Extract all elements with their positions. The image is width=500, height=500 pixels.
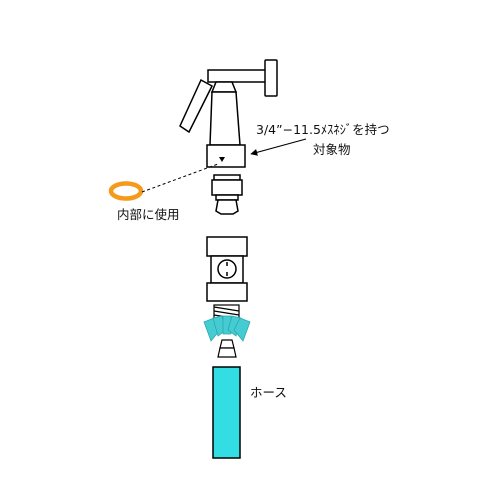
oring-leader-line: [141, 163, 219, 193]
thread-marker: [219, 157, 225, 162]
spec-label-line1: 3/4”−11.5ﾒｽﾈｼﾞを持つ: [256, 122, 390, 137]
faucet-adapter: [211, 174, 243, 215]
faucet-threaded-outlet: [206, 144, 246, 168]
connector-sleeve: [206, 236, 248, 257]
barb-upper: [219, 339, 235, 349]
barb-lower: [217, 347, 237, 358]
quick-connector: [206, 236, 248, 302]
spec-label-line2: 対象物: [313, 142, 351, 157]
thread-line: [213, 306, 240, 312]
hose-label: ホース: [250, 385, 287, 400]
o-ring: [108, 181, 144, 201]
hose-barb: [217, 339, 237, 358]
faucet-handle: [179, 78, 213, 134]
oring-label: 内部に使用: [117, 207, 180, 222]
faucet-arm: [207, 69, 269, 83]
faucet-flange: [264, 59, 278, 97]
hose: [212, 366, 241, 459]
threaded-hose-fitting: [213, 304, 240, 320]
thread-line: [213, 310, 240, 316]
claw: [227, 315, 242, 337]
connector-base: [206, 282, 248, 302]
hose-grip-claws: [203, 315, 251, 342]
faucet-neck: [210, 81, 238, 93]
claw: [233, 317, 251, 342]
faucet-body: [209, 91, 241, 146]
adapter-nozzle: [215, 199, 239, 215]
spec-arrow: [250, 138, 307, 156]
adapter-body: [211, 179, 243, 196]
connector-valve: [217, 259, 237, 279]
faucet: [179, 59, 278, 168]
